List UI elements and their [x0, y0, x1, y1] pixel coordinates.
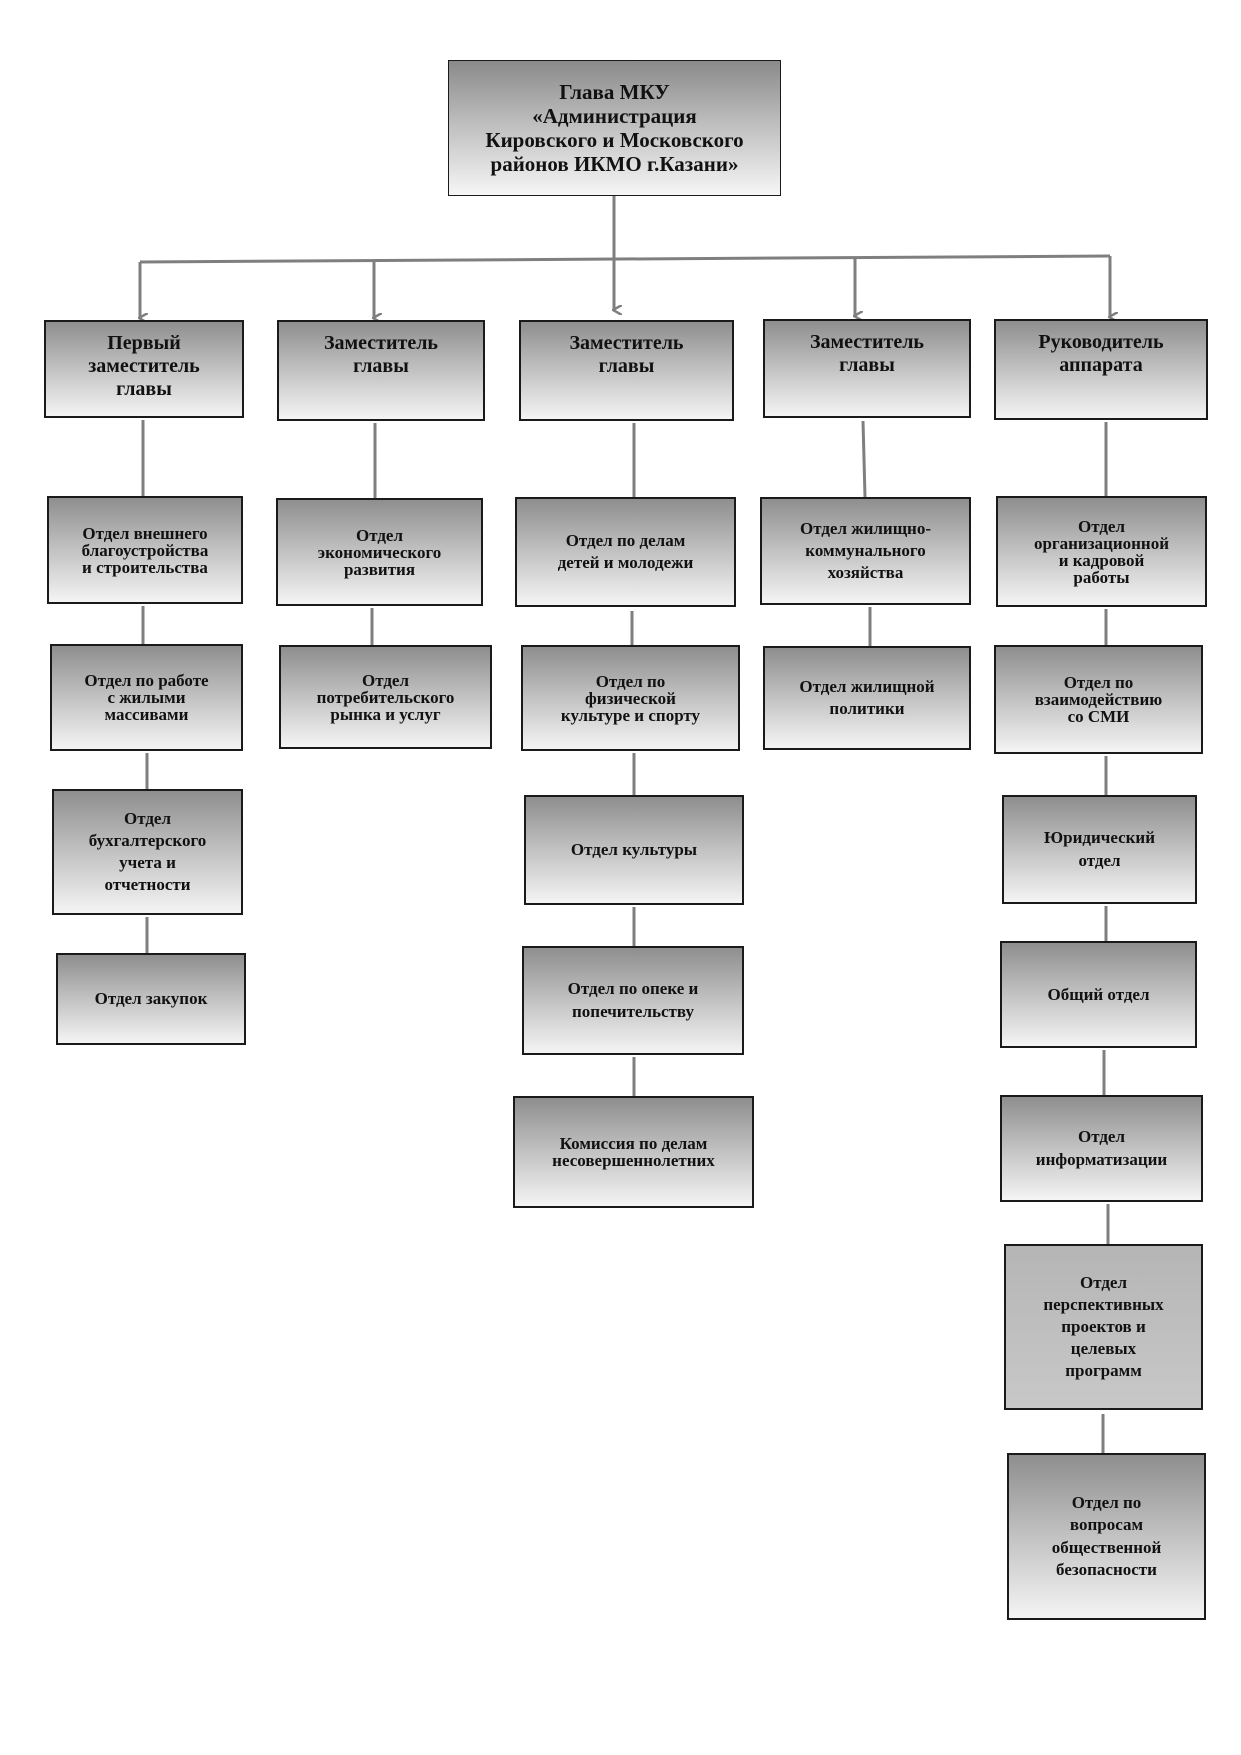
connector-c4-0 [861, 420, 867, 498]
dept-label-c1-4: Отдел закупок [94, 989, 208, 1009]
dept-box-c3-3: Отдел культуры [524, 795, 744, 905]
dept-label-c3-3: Отдел культуры [570, 840, 698, 860]
connector-bus [139, 254, 1111, 264]
dept-label-c5-4: Общий отдел [1047, 984, 1150, 1004]
dept-box-c5-4: Общий отдел [1000, 941, 1197, 1048]
dept-box-c1-4: Отдел закупок [56, 953, 246, 1045]
